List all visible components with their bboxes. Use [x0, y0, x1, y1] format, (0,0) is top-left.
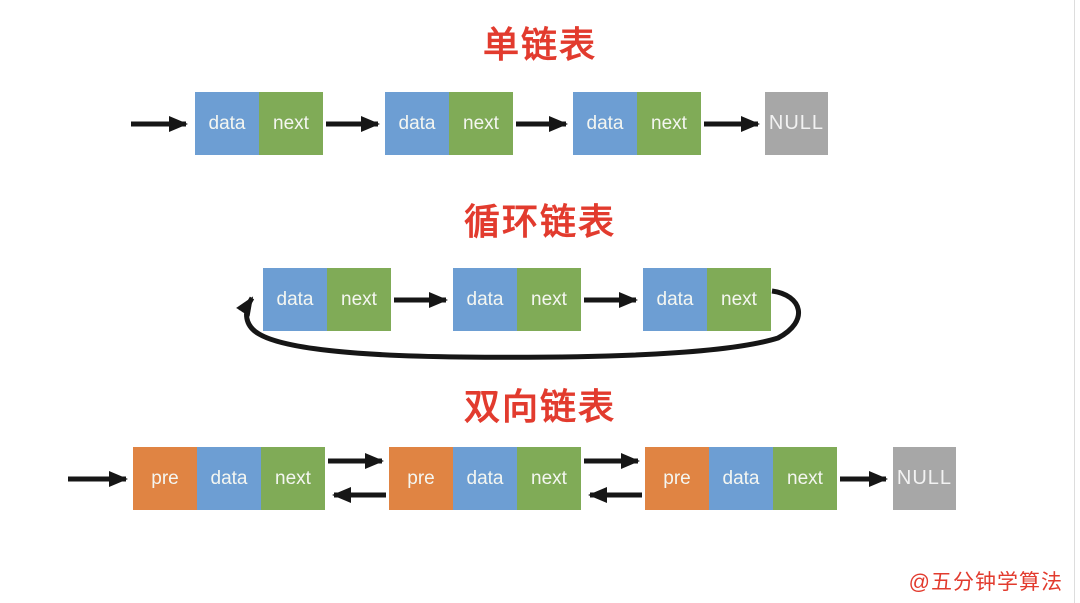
watermark: @五分钟学算法 [908, 571, 1063, 594]
next-cell: next [261, 447, 325, 510]
data-cell: data [453, 447, 517, 510]
data-cell: data [195, 92, 259, 155]
next-cell: next [449, 92, 513, 155]
doubly-node-3: pre data next [645, 447, 837, 510]
next-cell: next [707, 268, 771, 331]
pre-cell: pre [389, 447, 453, 510]
next-cell: next [773, 447, 837, 510]
singly-node-3: data next [573, 92, 701, 155]
next-cell: next [259, 92, 323, 155]
next-cell: next [517, 447, 581, 510]
data-cell: data [263, 268, 327, 331]
singly-list-title: 单链表 [482, 24, 597, 65]
singly-node-1: data next [195, 92, 323, 155]
singly-null-terminator: NULL [765, 92, 828, 155]
right-edge-divider [1074, 0, 1075, 603]
data-cell: data [709, 447, 773, 510]
next-cell: next [517, 268, 581, 331]
data-cell: data [643, 268, 707, 331]
pre-cell: pre [645, 447, 709, 510]
next-cell: next [637, 92, 701, 155]
data-cell: data [197, 447, 261, 510]
data-cell: data [385, 92, 449, 155]
circular-node-3: data next [643, 268, 771, 331]
doubly-node-2: pre data next [389, 447, 581, 510]
doubly-list-title: 双向链表 [463, 386, 616, 427]
data-cell: data [573, 92, 637, 155]
circular-node-2: data next [453, 268, 581, 331]
doubly-null-terminator: NULL [893, 447, 956, 510]
doubly-node-1: pre data next [133, 447, 325, 510]
circular-list-title: 循环链表 [463, 201, 616, 242]
singly-node-2: data next [385, 92, 513, 155]
data-cell: data [453, 268, 517, 331]
pre-cell: pre [133, 447, 197, 510]
next-cell: next [327, 268, 391, 331]
circular-node-1: data next [263, 268, 391, 331]
